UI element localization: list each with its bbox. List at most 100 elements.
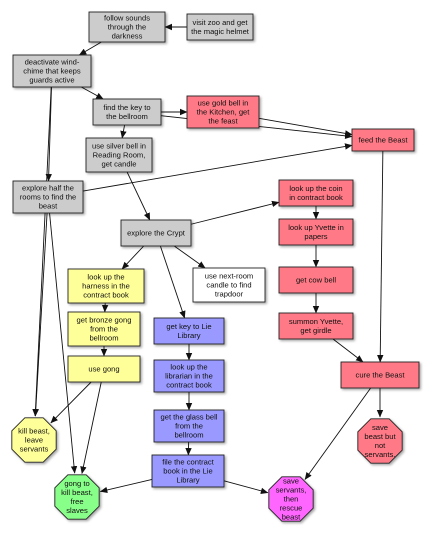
edge-explore_half-to-kill_leave (32, 212, 48, 417)
node-label-line: look up the (170, 363, 207, 372)
node-label-line: get cow bell (296, 276, 336, 285)
node-label-line: use gold bell in (198, 99, 249, 108)
node-label-line: trapdoor (215, 290, 244, 299)
node-label-line: librarian in the (165, 372, 213, 381)
node-label-line: summon Yvette, (289, 317, 343, 326)
edge-crypt-to-key_lie (159, 245, 186, 319)
node-label-line: cure the Beast (356, 371, 406, 380)
node-label-line: follow sounds (104, 14, 150, 23)
node-label-line: the Kitchen, get (197, 108, 251, 117)
node-box (340, 361, 420, 389)
node-label-line: Library (177, 331, 200, 340)
node-box (278, 266, 354, 294)
node-label-line: get girdle (300, 326, 331, 335)
node-box (192, 267, 266, 303)
edge-explore_half-to-feed (82, 143, 353, 192)
node-label-line: Reading Room, (93, 151, 146, 160)
node-label-line: candle to find (206, 281, 251, 290)
node-box (186, 95, 260, 129)
edge-use_gong-to-gong_kill (80, 381, 102, 475)
edge-summon-to-cure (332, 338, 364, 363)
node-label-line: not (375, 441, 386, 450)
node-box (351, 128, 415, 152)
node-label-line: the bellroom (106, 112, 148, 121)
node-label-line: explore the Crypt (127, 229, 186, 238)
node-label-line: get the glass bell (161, 413, 218, 422)
node-box (12, 54, 92, 88)
node-label-line: servants, (276, 486, 307, 495)
node-label-line: book in the Lie (163, 467, 212, 476)
node-label-line: kill beast, (61, 488, 93, 497)
node-feed: feed the Beast (351, 128, 415, 152)
node-summon: summon Yvette,get girdle (278, 312, 354, 340)
node-label-line: find the key to (103, 103, 150, 112)
node-label-line: free (70, 497, 83, 506)
node-label-line: the magic helmet (191, 27, 250, 36)
edge-crypt-to-coin (190, 200, 280, 225)
node-label-line: slaves (66, 506, 88, 515)
node-label-line: from the (175, 422, 203, 431)
node-label-line: bellroom (174, 431, 203, 440)
node-label-line: beast (39, 202, 58, 211)
node-box (153, 409, 225, 443)
node-label-line: the feast (208, 117, 238, 126)
node-box (153, 359, 225, 393)
node-box (186, 13, 254, 41)
node-crypt: explore the Crypt (120, 219, 192, 247)
node-label-line: rooms to find the (20, 193, 77, 202)
node-label-line: rescue (280, 504, 303, 513)
edge-cure-to-save_servants (304, 387, 372, 480)
node-label-line: use silver bell in (92, 142, 146, 151)
node-box (92, 98, 162, 126)
node-label-line: papers (304, 232, 327, 241)
node-label-line: beast but (364, 432, 396, 441)
edge-feed-to-cure (377, 150, 384, 363)
node-label-line: bellroom (89, 334, 118, 343)
node-label-line: servants (20, 445, 49, 454)
node-label-line: from the (90, 325, 118, 334)
node-box (120, 219, 192, 247)
node-label-line: guards active (29, 76, 74, 85)
node-label-line: visit zoo and get (193, 18, 249, 27)
node-box (67, 268, 145, 304)
node-octagon (357, 418, 403, 464)
node-label-line: contract book (166, 381, 212, 390)
node-label-line: use gong (88, 365, 119, 374)
node-box (88, 11, 166, 43)
node-label-line: deactivate wind- (25, 58, 80, 67)
node-label-line: feed the Beast (359, 136, 409, 145)
edges-layer (32, 23, 384, 494)
node-label-line: leave (25, 436, 43, 445)
node-label-line: then (284, 495, 299, 504)
edge-windchime-to-explore_half (45, 86, 52, 182)
node-box (278, 218, 354, 246)
node-box (85, 137, 153, 173)
node-octagon (268, 476, 314, 522)
node-label-line: save (283, 477, 299, 486)
node-label-line: look up Yvette in (288, 223, 344, 232)
node-label-line: explore half the (22, 184, 74, 193)
node-label-line: contract book (83, 291, 129, 300)
node-box (151, 454, 225, 488)
node-label-line: look up the (87, 273, 124, 282)
node-cure: cure the Beast (340, 361, 420, 389)
node-label-line: look up the coin (289, 184, 342, 193)
node-label-line: servants. (365, 450, 396, 459)
node-label-line: through the (108, 23, 146, 32)
edge-key_bellroom-to-silver_bell (120, 124, 127, 139)
node-box (278, 312, 354, 340)
edge-windchime-to-key_bellroom (81, 86, 104, 100)
